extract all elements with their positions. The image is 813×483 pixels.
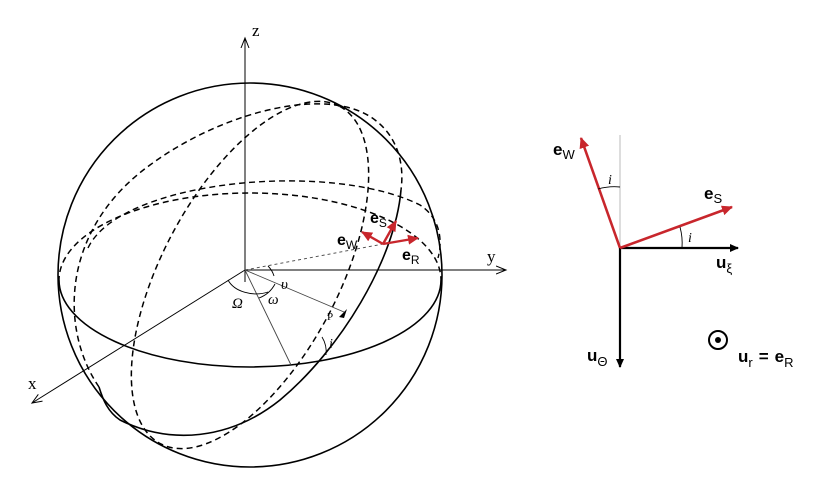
frame-label-es: eS — [704, 184, 722, 206]
orbit-back-path — [73, 103, 403, 388]
x-axis — [32, 269, 246, 403]
sphere-outline — [57, 82, 443, 468]
label-ew: eW — [337, 232, 358, 252]
label-periapsis-angle: ω — [268, 292, 279, 308]
label-es: eS — [370, 210, 387, 230]
frame-arc-top — [597, 186, 621, 190]
label-inclination: i — [329, 337, 333, 352]
frame-label-angle-right: i — [688, 231, 692, 246]
frame-arc-right — [679, 226, 683, 249]
frame-vec-ew-arrow — [579, 137, 622, 249]
frame-label-ew: eW — [553, 140, 575, 162]
label-x: x — [28, 374, 37, 393]
arc-omega-node — [227, 279, 269, 295]
label-node-angle: Ω — [232, 296, 243, 312]
arc-anomaly — [267, 265, 275, 277]
node-line — [244, 269, 292, 366]
label-z: z — [252, 21, 260, 40]
vec-ew-arrow — [361, 230, 384, 246]
frame-label-angle-top: i — [608, 173, 612, 188]
radius-line — [244, 243, 384, 271]
label-anomaly: υ — [281, 277, 288, 293]
out-of-page-dot — [715, 337, 721, 343]
arc-inclination — [321, 336, 327, 356]
frame-vec-es-arrow — [619, 205, 733, 250]
out-of-page-icon — [708, 330, 728, 350]
label-er: eR — [402, 247, 420, 267]
label-point-p: P — [327, 311, 333, 323]
equator-front — [58, 280, 442, 368]
arc-periapsis — [258, 283, 276, 299]
orbit-back — [130, 100, 370, 450]
periapsis-line — [244, 269, 345, 313]
vec-er-arrow — [382, 234, 419, 246]
frame-label-ur-eq: ur=eR — [738, 347, 794, 370]
sphere-group: z y x Ω υ ω i P eS eW eR — [28, 21, 506, 468]
local-frame-group: eW eS i i uξ uΘ ur=eR — [553, 135, 794, 370]
label-y: y — [487, 247, 496, 266]
frame-label-u-xi: uξ — [716, 253, 732, 276]
vec-es-arrow — [381, 220, 398, 245]
node-arc-back — [87, 180, 441, 259]
orbit-front-path — [98, 189, 402, 437]
orbit-direction-arrow — [339, 309, 347, 318]
frame-label-u-theta: uΘ — [587, 346, 608, 369]
